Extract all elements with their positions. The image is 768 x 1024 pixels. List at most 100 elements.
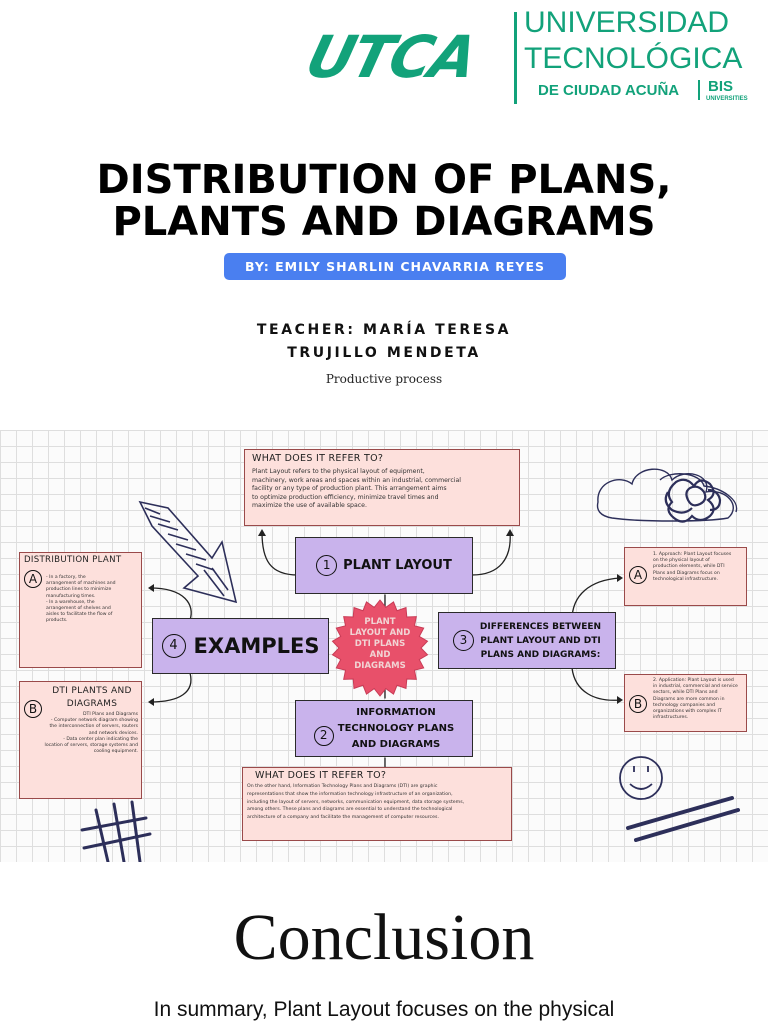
connector-top-right <box>471 531 511 576</box>
text-line: architecture of a company and facilitate… <box>247 815 439 821</box>
arrowhead <box>617 574 623 582</box>
teacher-line-1: TEACHER: MARÍA TERESA <box>256 322 512 338</box>
text-line: the interconnection of servers, routers <box>49 724 138 730</box>
difference-a-text: 1. Approach: Plant Layout focuses on the… <box>653 552 745 583</box>
author-badge: BY: EMILY SHARLIN CHAVARRIA REYES <box>224 253 566 280</box>
center-seal-line: LAYOUT AND <box>349 628 411 638</box>
arrowhead <box>148 698 154 706</box>
subject-label: Productive process <box>325 372 443 386</box>
dti-plants-text: DTI Plans and Diagrams - Computer networ… <box>32 712 138 755</box>
node-differences: 3 DIFFERENCES BETWEEN PLANT LAYOUT AND D… <box>438 612 616 669</box>
text-line: cooling equipment. <box>93 749 138 755</box>
label-line: PLANS AND DIAGRAMS: <box>480 649 601 660</box>
text-line: in industrial, commercial and service <box>653 684 738 690</box>
text-line: organizations with complex IT <box>653 709 722 715</box>
arrowhead <box>506 529 514 536</box>
definition-text: Plant Layout refers to the physical layo… <box>252 468 512 511</box>
connector-examples-dti <box>149 672 192 703</box>
center-seal-line: DIAGRAMS <box>354 661 406 671</box>
letter-badge: B <box>24 700 42 718</box>
text-line: - Computer network diagram showing <box>50 718 138 724</box>
teacher-line-2: TRUJILLO MENDETA <box>287 345 481 361</box>
text-line: on the physical layout of <box>653 558 710 564</box>
label-line: DIFFERENCES BETWEEN <box>479 621 602 632</box>
arrowhead <box>258 529 266 536</box>
text-line: infrastructures. <box>653 715 689 721</box>
text-line: arrangement of machines and <box>46 581 116 587</box>
center-seal-label: PLANT LAYOUT AND DTI PLANS AND DIAGRAMS <box>338 617 422 672</box>
cloud-doodle-icon <box>596 468 738 523</box>
arrow-heads <box>148 529 623 706</box>
text-line: maximize the use of available space. <box>252 502 367 510</box>
text-line: location of servers, storage systems and <box>44 743 138 749</box>
logo-mark: UTCA <box>299 23 483 91</box>
label-line: AND DIAGRAMS <box>351 738 441 750</box>
node-differences-label: DIFFERENCES BETWEEN PLANT LAYOUT AND DTI… <box>480 620 601 662</box>
text-line: arrangement of shelves and <box>46 606 111 612</box>
difference-a-box: A 1. Approach: Plant Layout focuses on t… <box>624 547 747 606</box>
text-line: production elements, while DTI <box>653 564 725 570</box>
dti-plants-title: DTI PLANTS AND DIAGRAMS <box>44 685 140 711</box>
letter-badge: A <box>24 570 42 588</box>
label-line: PLANT LAYOUT AND DTI <box>480 635 601 646</box>
it-plans-definition-box: WHAT DOES IT REFER TO? On the other hand… <box>242 767 512 841</box>
logo-separator <box>698 80 700 100</box>
mind-map-drawing <box>80 468 740 862</box>
text-line: representations that show the informatio… <box>247 791 453 797</box>
plant-layout-definition-box: WHAT DOES IT REFER TO? Plant Layout refe… <box>244 449 520 526</box>
connector-diff-b <box>571 667 621 701</box>
difference-b-box: B 2. Application: Plant Layout is used i… <box>624 674 747 732</box>
text-line: - In a warehouse, the <box>46 599 95 605</box>
text-line: Plant Layout refers to the physical layo… <box>252 468 425 475</box>
node-it-plans-label: INFORMATION TECHNOLOGY PLANS AND DIAGRAM… <box>338 705 454 753</box>
node-plant-layout-label: PLANT LAYOUT <box>343 558 452 573</box>
title-line: DTI PLANTS AND <box>52 686 132 696</box>
number-badge: 3 <box>452 630 474 651</box>
text-line: technological infrastructure. <box>653 576 718 582</box>
title-line: DIAGRAMS <box>66 699 118 709</box>
partner-logo: BIS <box>708 78 734 95</box>
text-line: and network devices. <box>88 730 138 736</box>
page-title-line-2: PLANTS AND DIAGRAMS <box>112 199 656 245</box>
definition-text: On the other hand, Information Technolog… <box>247 783 507 822</box>
text-line: to optimize production efficiency, minim… <box>252 493 439 501</box>
mind-map: PLANT LAYOUT AND DTI PLANS AND DIAGRAMS … <box>0 430 768 862</box>
distribution-plant-box: DISTRIBUTION PLANT A - In a factory, the… <box>19 552 142 668</box>
logo-line-2: TECNOLÓGICA <box>524 42 743 75</box>
connector-top-left <box>261 531 299 576</box>
university-logo: UTCA UNIVERSIDAD TECNOLÓGICA DE CIUDAD A… <box>300 6 760 106</box>
text-line: 1. Approach: Plant Layout focuses <box>653 552 732 557</box>
logo-line-3: DE CIUDAD ACUÑA <box>538 82 680 99</box>
connector-dist-examples <box>149 587 192 621</box>
number-badge: 4 <box>161 634 186 658</box>
center-seal-line: AND <box>369 650 391 660</box>
distribution-plant-title: DISTRIBUTION PLANT <box>24 555 122 565</box>
logo-divider <box>514 12 517 104</box>
logo-line-1: UNIVERSIDAD <box>524 6 730 39</box>
text-line: products. <box>46 618 68 624</box>
node-plant-layout: 1 PLANT LAYOUT <box>295 537 473 594</box>
text-line: - In a factory, the <box>46 575 86 580</box>
dti-plants-box: DTI PLANTS AND DIAGRAMS B DTI Plans and … <box>19 681 142 799</box>
text-line: technology companies and <box>653 702 716 708</box>
text-line: machinery, work areas and spaces within … <box>252 476 461 484</box>
text-line: aisles to facilitate the flow of <box>46 612 113 618</box>
conclusion-heading: Conclusion <box>233 901 535 974</box>
node-examples-label: EXAMPLES <box>193 634 320 658</box>
arrowhead <box>148 584 154 592</box>
partner-logo-sub: UNIVERSITIES <box>706 96 748 102</box>
node-examples: 4 EXAMPLES <box>152 618 329 674</box>
definition-title: WHAT DOES IT REFER TO? <box>255 770 387 781</box>
distribution-plant-text: - In a factory, the arrangement of machi… <box>46 575 141 625</box>
letter-badge: B <box>629 695 647 713</box>
conclusion-text: In summary, Plant Layout focuses on the … <box>153 998 615 1021</box>
label-line: INFORMATION <box>356 706 436 718</box>
definition-title: WHAT DOES IT REFER TO? <box>252 453 384 464</box>
smiley-icon <box>619 756 663 800</box>
text-line: DTI Plans and Diagrams <box>82 712 138 717</box>
difference-b-text: 2. Application: Plant Layout is used in … <box>653 678 745 721</box>
center-seal-line: DTI PLANS <box>354 639 406 649</box>
text-line: facility or any type of production plant… <box>252 485 447 493</box>
text-line: Diagrams are more common in <box>653 696 725 702</box>
text-line: - Data center plan indicating the <box>63 736 138 742</box>
